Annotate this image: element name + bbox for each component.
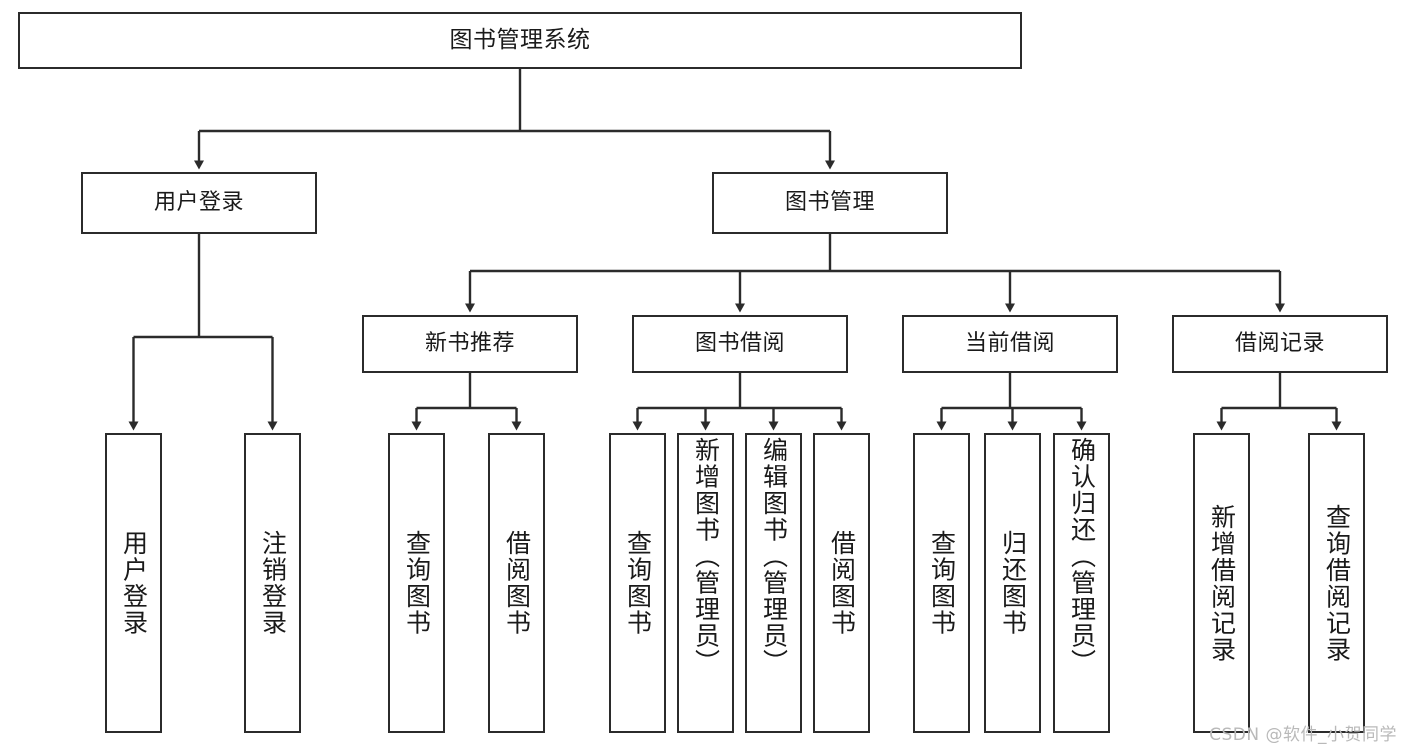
node-label: 注销登录 [258,530,288,636]
node-label: 新增图书（管理员） [691,437,721,676]
node-leaf-user-login[interactable]: 用户登录 [105,433,162,733]
node-label: 新增借阅记录 [1207,503,1237,663]
node-label: 当前借阅 [964,331,1055,356]
node-leaf-add-book[interactable]: 新增图书（管理员） [677,433,734,733]
node-root[interactable]: 图书管理系统 [18,12,1022,69]
node-label: 查询图书 [402,530,432,636]
node-leaf-edit-book[interactable]: 编辑图书（管理员） [745,433,802,733]
node-leaf-query-record[interactable]: 查询借阅记录 [1308,433,1365,733]
node-book-borrow[interactable]: 图书借阅 [632,315,848,373]
node-current-borrow[interactable]: 当前借阅 [902,315,1118,373]
watermark-text: CSDN @软件_小贺同学 [1209,725,1397,745]
node-label: 图书管理系统 [449,27,591,53]
node-book-manage[interactable]: 图书管理 [712,172,948,234]
node-label: 归还图书 [998,530,1028,636]
node-label: 用户登录 [119,530,149,636]
node-label: 借阅图书 [827,530,857,636]
node-leaf-logout[interactable]: 注销登录 [244,433,301,733]
node-leaf-query-book-borrow[interactable]: 查询图书 [609,433,666,733]
node-label: 图书管理 [784,190,875,215]
node-new-book-rec[interactable]: 新书推荐 [362,315,578,373]
node-leaf-query-book-rec[interactable]: 查询图书 [388,433,445,733]
node-leaf-return-book[interactable]: 归还图书 [984,433,1041,733]
node-label: 确认归还（管理员） [1067,437,1097,676]
node-label: 新书推荐 [424,331,515,356]
node-leaf-add-record[interactable]: 新增借阅记录 [1193,433,1250,733]
node-leaf-borrow-book[interactable]: 借阅图书 [813,433,870,733]
node-label: 查询图书 [927,530,957,636]
node-label: 借阅图书 [502,530,532,636]
node-borrow-record[interactable]: 借阅记录 [1172,315,1388,373]
node-leaf-confirm-return[interactable]: 确认归还（管理员） [1053,433,1110,733]
node-label: 编辑图书（管理员） [759,437,789,676]
node-leaf-query-book-cur[interactable]: 查询图书 [913,433,970,733]
node-label: 借阅记录 [1234,331,1325,356]
node-user-login[interactable]: 用户登录 [81,172,317,234]
node-label: 查询借阅记录 [1322,503,1352,663]
node-label: 用户登录 [153,190,244,215]
node-label: 查询图书 [623,530,653,636]
node-leaf-borrow-book-rec[interactable]: 借阅图书 [488,433,545,733]
node-label: 图书借阅 [694,331,785,356]
